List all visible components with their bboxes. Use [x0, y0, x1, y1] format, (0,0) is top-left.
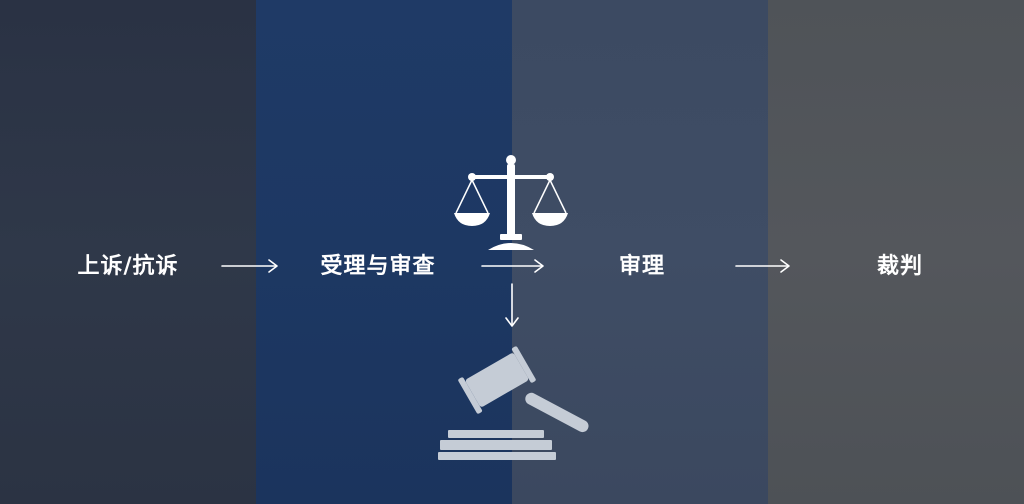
step-label-appeal: 上诉/抗诉 [77, 254, 179, 279]
stage-panel-appeal [0, 0, 256, 504]
stage-panel-acceptance [256, 0, 512, 504]
stage-panel-judgment [768, 0, 1024, 504]
step-label-judgment: 裁判 [876, 254, 923, 279]
step-label-trial: 审理 [618, 254, 665, 279]
step-label-acceptance-review: 受理与审查 [320, 254, 436, 279]
